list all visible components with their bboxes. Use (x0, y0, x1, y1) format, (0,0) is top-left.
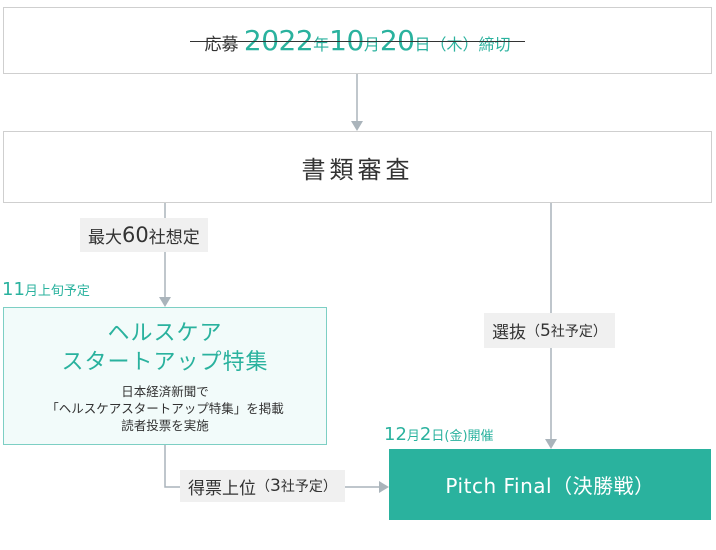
deadline-month: 10 (329, 24, 364, 57)
health-sub-line2: 「ヘルスケアスタートアップ特集」を掲載 (46, 400, 284, 416)
max-60-num: 60 (122, 223, 149, 247)
top-votes-num: 3 (270, 476, 281, 496)
top-votes-paren-text: 社予定） (280, 479, 337, 495)
deadline-strikethrough (190, 41, 525, 43)
health-sub-line3: 読者投票を実施 (121, 417, 209, 433)
deadline-box: 応募 2022年10月20日（木）締切 (3, 7, 712, 74)
schedule-dec-month-num: 12 (384, 424, 407, 445)
health-title-line1: ヘルスケア (107, 320, 223, 346)
deadline-day: 20 (379, 24, 415, 57)
schedule-nov-label: 11月上旬予定 (2, 279, 90, 300)
schedule-dec-month-unit: 月 (406, 429, 420, 444)
top-votes-text: 得票上位 (188, 478, 256, 499)
schedule-nov-num: 11 (2, 279, 25, 300)
health-feature-title: ヘルスケア スタートアップ特集 (61, 319, 268, 377)
max-60-suffix: 社想定 (148, 227, 200, 248)
deadline-prefix: 応募 (204, 35, 239, 55)
health-feature-description: 日本経済新聞で 「ヘルスケアスタートアップ特集」を掲載 読者投票を実施 (46, 383, 284, 434)
arrowhead-health (159, 297, 171, 307)
arrowhead-review (351, 121, 363, 131)
max-60-prefix: 最大 (88, 227, 122, 248)
selection-paren-text: 社予定） (550, 323, 607, 340)
deadline-weekday: （木） (430, 35, 479, 54)
schedule-dec-label: 12月2日(金)開催 (384, 424, 494, 445)
arrowhead-final-left (379, 481, 389, 493)
deadline-text: 応募 2022年10月20日（木）締切 (190, 24, 525, 57)
review-title: 書類審査 (301, 155, 414, 184)
selection-text: 選抜 (492, 323, 526, 343)
deadline-day-unit: 日 (414, 35, 431, 54)
selection-paren-open: （ (526, 323, 540, 340)
review-box: 書類審査 (3, 131, 712, 203)
pitch-final-box: Pitch Final（決勝戦） (389, 449, 711, 520)
schedule-dec-rest: 日(金)開催 (431, 429, 494, 444)
pitch-final-title: Pitch Final（決勝戦） (445, 474, 655, 498)
health-sub-line1: 日本経済新聞で (121, 383, 209, 399)
top-votes-paren-open: （ (256, 479, 270, 495)
health-feature-box: ヘルスケア スタートアップ特集 日本経済新聞で 「ヘルスケアスタートアップ特集」… (3, 307, 327, 445)
selection-num: 5 (540, 320, 551, 341)
deadline-suffix: 締切 (478, 35, 511, 54)
health-title-line2: スタートアップ特集 (61, 349, 269, 375)
deadline-month-unit: 月 (363, 35, 380, 54)
deadline-year-unit: 年 (313, 35, 330, 54)
schedule-dec-day-num: 2 (419, 424, 432, 445)
deadline-year: 2022 (243, 24, 314, 57)
schedule-nov-text: 月上旬予定 (24, 284, 90, 299)
arrowhead-final-top (545, 439, 557, 449)
